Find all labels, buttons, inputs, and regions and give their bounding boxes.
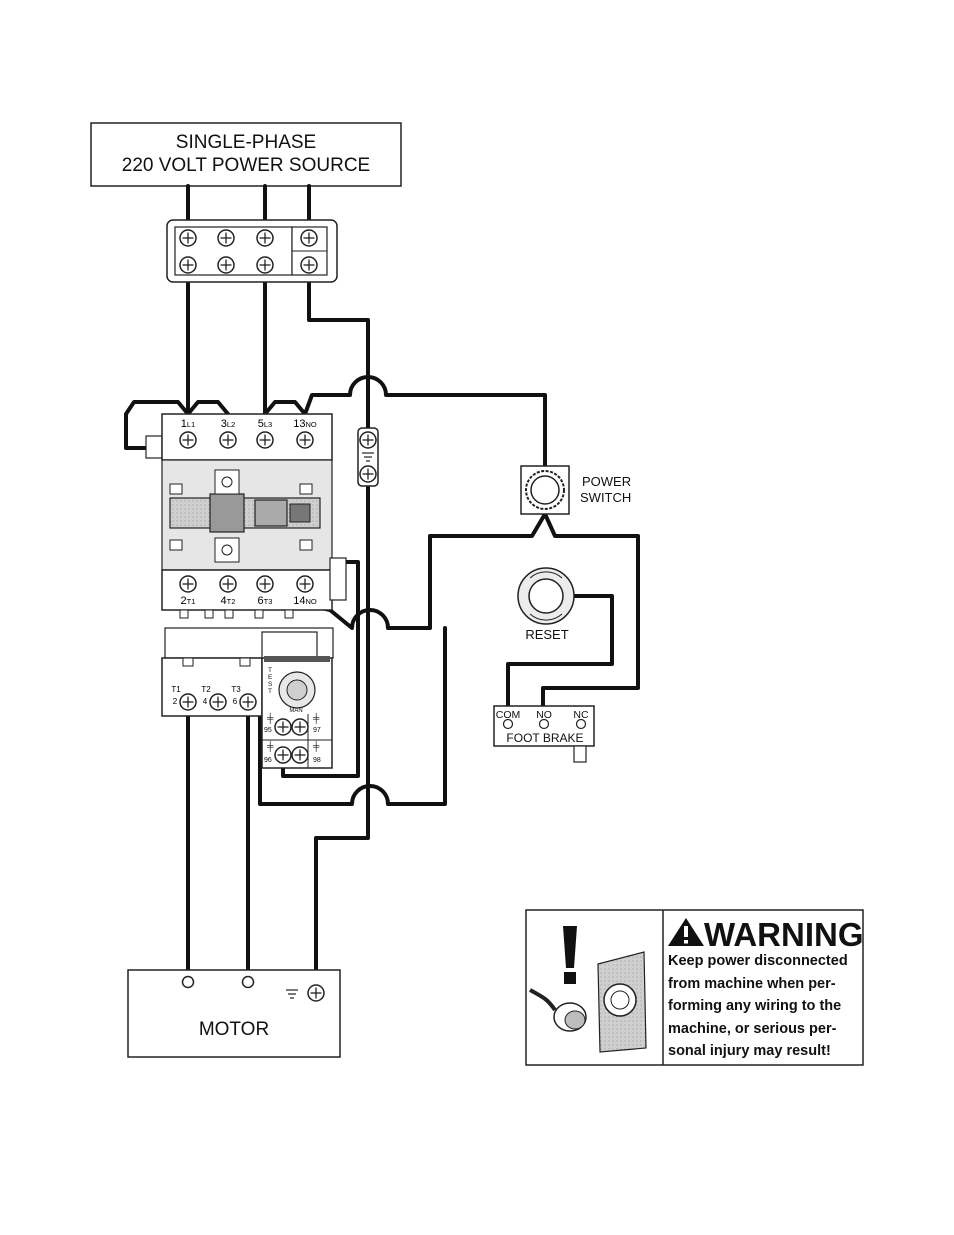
wire-13-to-switch: [305, 377, 545, 466]
contactor-terminal-label: 13NO: [293, 418, 317, 430]
svg-text:╪: ╪: [266, 712, 274, 724]
power-source-box: SINGLE-PHASE 220 VOLT POWER SOURCE: [91, 123, 401, 186]
reset-button[interactable]: RESET: [518, 568, 574, 642]
warning-message: Keep power disconnected from machine whe…: [668, 950, 858, 1063]
aux-95-label: 95: [264, 727, 272, 734]
motor-box: MOTOR: [128, 970, 340, 1057]
overload-terminal-label: T3: [231, 685, 241, 694]
power-source-line1: SINGLE-PHASE: [176, 132, 316, 153]
overload-terminal-number: 4: [203, 697, 208, 706]
overload-terminal-number: 2: [173, 697, 178, 706]
contactor-terminal-label: 14NO: [293, 595, 317, 607]
foot-brake-label: FOOT BRAKE: [506, 731, 583, 745]
contactor-terminal-label: 2T1: [181, 595, 196, 607]
warning-line: Keep power disconnected: [668, 950, 858, 973]
overload-terminal-label: T2: [201, 685, 211, 694]
power-source-line2: 220 VOLT POWER SOURCE: [122, 155, 370, 176]
svg-text:╪: ╪: [312, 740, 320, 752]
reset-label: RESET: [525, 627, 568, 642]
terminal-block: [167, 220, 337, 282]
contactor-terminal-label: 1L1: [181, 418, 195, 430]
power-switch[interactable]: POWER SWITCH: [521, 466, 631, 514]
warning-title: WARNING: [704, 916, 864, 953]
warning-line: from machine when per-: [668, 973, 858, 996]
overload-terminal-number: 6: [233, 697, 238, 706]
foot-brake-switch: COM NO NC FOOT BRAKE: [494, 706, 594, 762]
power-switch-label-line2: SWITCH: [580, 490, 631, 505]
contactor-terminal-label: 3L2: [221, 418, 235, 430]
svg-text:╪: ╪: [266, 740, 274, 752]
aux-96-label: 96: [264, 757, 272, 764]
contactor-terminal-label: 4T2: [221, 595, 236, 607]
contactor-terminal-label: 5L3: [258, 418, 272, 430]
wire-jumper-5-13: [265, 402, 305, 414]
warning-line: forming any wiring to the: [668, 995, 858, 1018]
wire-ground-to-lug: [309, 265, 368, 438]
overload-terminal-label: T1: [171, 685, 181, 694]
overload-man-label: MAN: [289, 708, 302, 714]
contactor-terminal-label: 6T3: [258, 595, 273, 607]
exclamation-icon: [563, 926, 577, 984]
power-switch-label-line1: POWER: [582, 474, 631, 489]
warning-line: machine, or serious per-: [668, 1018, 858, 1041]
ground-lug: [358, 428, 378, 486]
aux-98-label: 98: [313, 757, 321, 764]
motor-label: MOTOR: [199, 1019, 269, 1040]
contactor: 1L1 3L2 5L3 13NO 2T1 4T2 6T3 14NO: [146, 414, 346, 618]
warning-line: sonal injury may result!: [668, 1040, 858, 1063]
svg-text:╪: ╪: [312, 712, 320, 724]
aux-97-label: 97: [313, 727, 321, 734]
wire-jumper-1-3: [188, 402, 228, 414]
